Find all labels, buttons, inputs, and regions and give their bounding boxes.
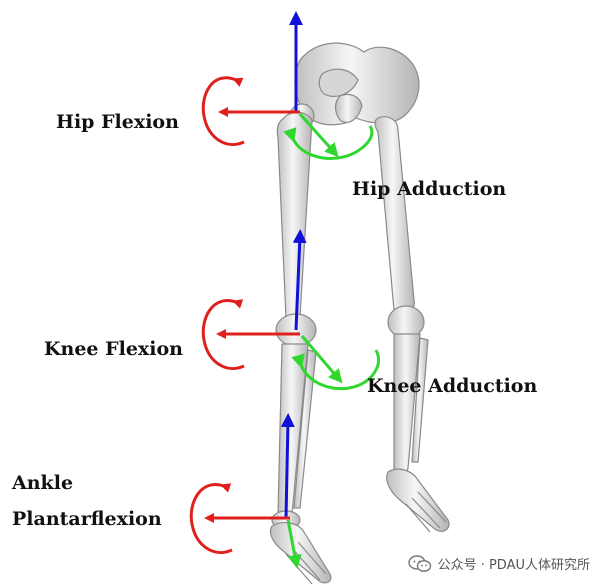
knee-flexion-label: Knee Flexion	[44, 338, 183, 360]
ankle-label-line2: Plantarflexion	[12, 508, 162, 530]
ankle-vertical-axis	[286, 420, 288, 518]
near-leg	[270, 104, 330, 584]
watermark-text: 公众号 · PDAU人体研究所	[438, 554, 590, 573]
wechat-icon	[408, 555, 432, 573]
far-femur	[375, 117, 414, 313]
far-foot	[387, 469, 449, 531]
hip-flexion-label: Hip Flexion	[56, 111, 179, 133]
knee-adduction-label: Knee Adduction	[367, 375, 537, 397]
far-leg	[295, 43, 449, 532]
far-knee	[388, 306, 424, 338]
watermark: 公众号 · PDAU人体研究所	[408, 554, 590, 573]
near-foot	[270, 523, 330, 583]
ankle-label-line1: Ankle	[12, 472, 73, 494]
hip-adduction-label: Hip Adduction	[352, 178, 506, 200]
